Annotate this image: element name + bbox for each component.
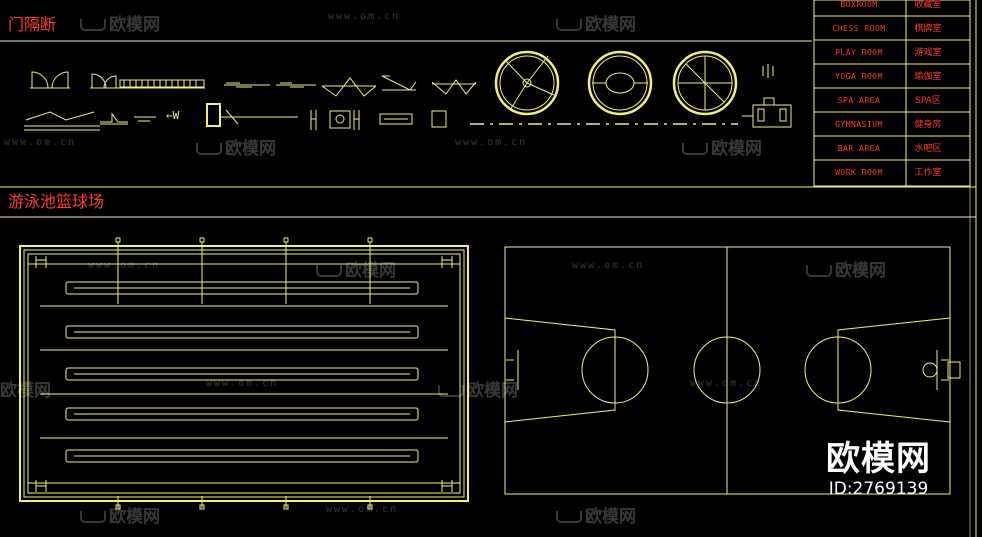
watermark-brand: 欧模网 [316,256,396,281]
revolving-door-symbol-1 [494,50,560,116]
pool-lane-dividers [40,305,448,439]
watermark-url: www.om.cn [88,260,161,271]
sofa-logo-icon [556,511,582,523]
watermark-brand: 欧模网 [0,376,51,401]
room-legend-table: BOXROOM 收藏室 CHESS ROOM 棋牌室 PLAY ROOM 游戏室… [814,0,976,186]
revolving-door-symbol-2 [587,50,653,116]
legend-en-label: PLAY ROOM [835,48,883,57]
legend-en-label: WORK ROOM [835,168,883,177]
pool-flag-post-caps [115,237,373,510]
legend-row: BOXROOM 收藏室 [814,0,976,16]
watermark-brand: 欧模网 [196,134,276,159]
watermark-url: www.om.cn [326,504,399,515]
brand-badge: 欧模网 ID:2769139 [826,440,931,500]
watermark-brand: 欧模网 [80,10,160,35]
legend-row: CHESS ROOM 棋牌室 [814,18,976,40]
basketball-court-plan [504,246,951,495]
sofa-logo-icon [80,511,106,523]
watermark-brand-text: 欧模网 [467,381,518,401]
sofa-logo-icon [682,143,708,155]
legend-cn-label: 瑜伽室 [914,72,942,82]
watermark-brand: 欧模网 [806,256,886,281]
section-title-door-partition: 门隔断 [8,15,57,34]
watermark-brand-text: 欧模网 [711,139,762,159]
sofa-logo-icon [316,265,342,277]
sliding-door-symbol-1 [224,82,270,88]
small-door-marker-symbol [762,64,774,78]
watermark-url: www.om.cn [572,260,645,271]
legend-cn-label: 水吧区 [914,144,942,154]
legend-cn-label: 棋牌室 [914,24,942,34]
watermark-brand-text: 欧模网 [345,261,396,281]
sofa-logo-icon [80,19,106,31]
watermark-brand: 欧模网 [682,134,762,159]
double-door-frame-symbol [310,110,360,130]
revolving-door-symbol-3 [672,50,738,116]
legend-row: BAR AREA 水吧区 [814,138,976,160]
watermark-url: www.om.cn [328,11,401,22]
badge-brand-text: 欧模网 [826,439,931,479]
watermark-brand-text: 欧模网 [835,261,886,281]
basketball-hoop-right [922,361,961,379]
watermark-url: www.om.cn [455,137,528,148]
sliding-door-symbol-2 [276,82,316,88]
sofa-logo-icon [806,265,832,277]
watermark-brand: 欧模网 [80,502,160,527]
watermark-brand-text: 欧模网 [109,507,160,527]
legend-en-label: CHESS ROOM [832,24,886,33]
watermark-brand: 欧模网 [438,376,518,401]
square-door-symbol [431,110,447,128]
basketball-key-right [804,317,951,423]
turnstile-gate-symbol [742,97,792,128]
sofa-logo-icon [196,143,222,155]
watermark-brand: 欧模网 [556,502,636,527]
door-with-slat-partition-symbol [90,73,205,89]
legend-row: YOGA ROOM 瑜伽室 [814,66,976,88]
watermark-brand-text: 欧模网 [0,381,51,401]
watermark-brand-text: 欧模网 [109,15,160,35]
legend-en-label: GYMNASIUM [835,120,883,129]
legend-row: GYMNASIUM 健身房 [814,114,976,136]
swimming-pool-plan [19,245,469,502]
folding-door-symbol-1 [321,77,377,97]
watermark-brand-text: 欧模网 [225,139,276,159]
pool-lane-markings [65,281,419,463]
watermark-brand-text: 欧模网 [585,15,636,35]
sliding-panel-symbol [24,111,100,131]
watermark-url: www.om.cn [690,378,763,389]
legend-en-label: YOGA ROOM [835,72,883,81]
legend-cn-label: 游戏室 [914,48,942,58]
badge-id-text: ID:2769139 [828,479,929,499]
legend-row: PLAY ROOM 游戏室 [814,42,976,64]
legend-cn-label: SPA区 [915,96,941,106]
legend-en-label: BOXROOM [840,0,878,9]
double-swing-door-symbol [30,71,70,89]
folding-door-symbol-3 [431,79,477,95]
legend-en-label: SPA AREA [837,96,881,105]
sofa-logo-icon [438,385,464,397]
pivot-door-symbol [100,112,128,125]
w-marker-label: ←W [166,109,180,122]
legend-cn-label: 健身房 [914,120,942,130]
watermark-url: www.om.cn [206,378,279,389]
watermark-url: www.om.cn [4,137,77,148]
basketball-key-left [504,317,649,423]
window-panel-symbol [379,113,413,125]
sofa-logo-icon [556,19,582,31]
bifold-door-symbol [134,116,156,122]
folding-door-symbol-2 [381,75,417,91]
watermark-brand: 欧模网 [556,10,636,35]
legend-table-grid [813,0,971,187]
pool-corner-ladders [35,256,453,492]
door-with-handle-symbol [206,103,298,127]
legend-cn-label: 工作室 [914,168,942,178]
section-title-pool-court: 游泳池篮球场 [8,192,105,211]
legend-cn-label: 收藏室 [914,0,942,10]
watermark-brand-text: 欧模网 [585,507,636,527]
legend-row: WORK ROOM 工作室 [814,162,976,184]
legend-row: SPA AREA SPA区 [814,90,976,112]
legend-en-label: BAR AREA [837,144,881,153]
